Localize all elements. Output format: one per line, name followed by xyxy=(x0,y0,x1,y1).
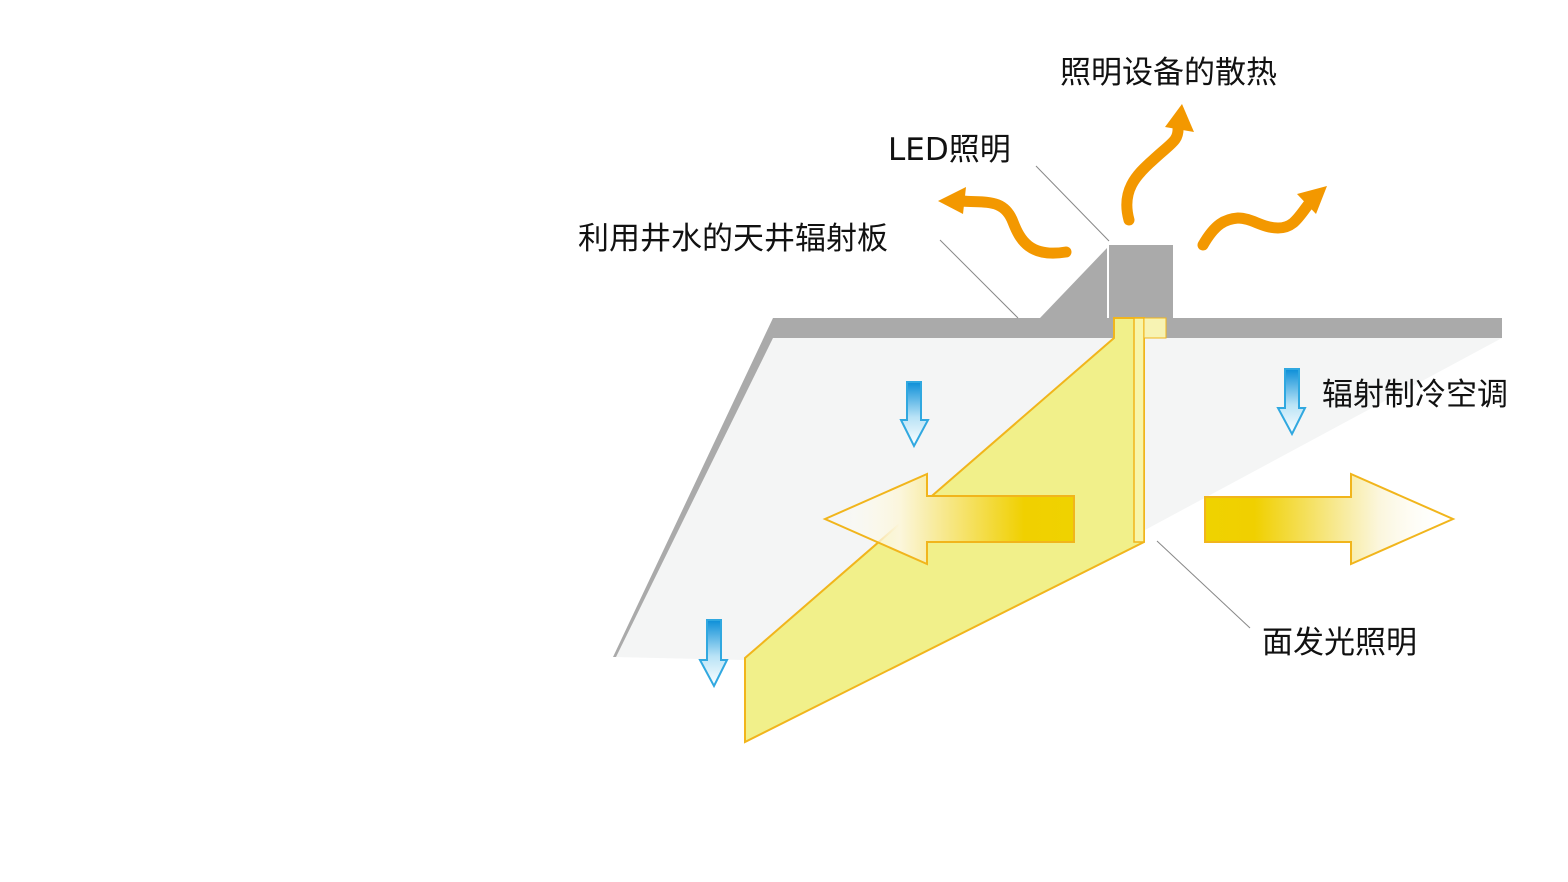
leader-line-surface xyxy=(1156,540,1251,629)
light-panel-stem xyxy=(1133,317,1145,543)
light-spread-arrow-left xyxy=(822,472,1075,566)
heat-dissipation-label: 照明设备的散热 xyxy=(1060,55,1277,91)
surface-lighting-label: 面发光照明 xyxy=(1262,625,1417,661)
leader-line-led xyxy=(1035,165,1110,242)
led-lighting-label: LED照明 xyxy=(888,132,1011,168)
heat-arrow-right xyxy=(1197,186,1327,251)
leader-line-panel xyxy=(939,239,1019,319)
radiant-cooling-label: 辐射制冷空调 xyxy=(1322,377,1508,413)
light-spread-arrow-right xyxy=(1204,472,1456,566)
cooling-arrow-3 xyxy=(698,619,729,689)
cooling-arrow-2 xyxy=(1276,368,1307,437)
cooling-arrow-1 xyxy=(899,381,930,449)
heat-arrow-up xyxy=(1121,104,1194,226)
ceiling-panel-label: 利用井水的天井辐射板 xyxy=(578,221,888,257)
heat-arrow-left xyxy=(938,187,1072,259)
led-housing-box xyxy=(1109,245,1173,318)
led-housing-slope xyxy=(1040,248,1107,318)
ceiling-slab-edge xyxy=(613,318,773,657)
light-panel-top-corner xyxy=(1143,317,1167,339)
